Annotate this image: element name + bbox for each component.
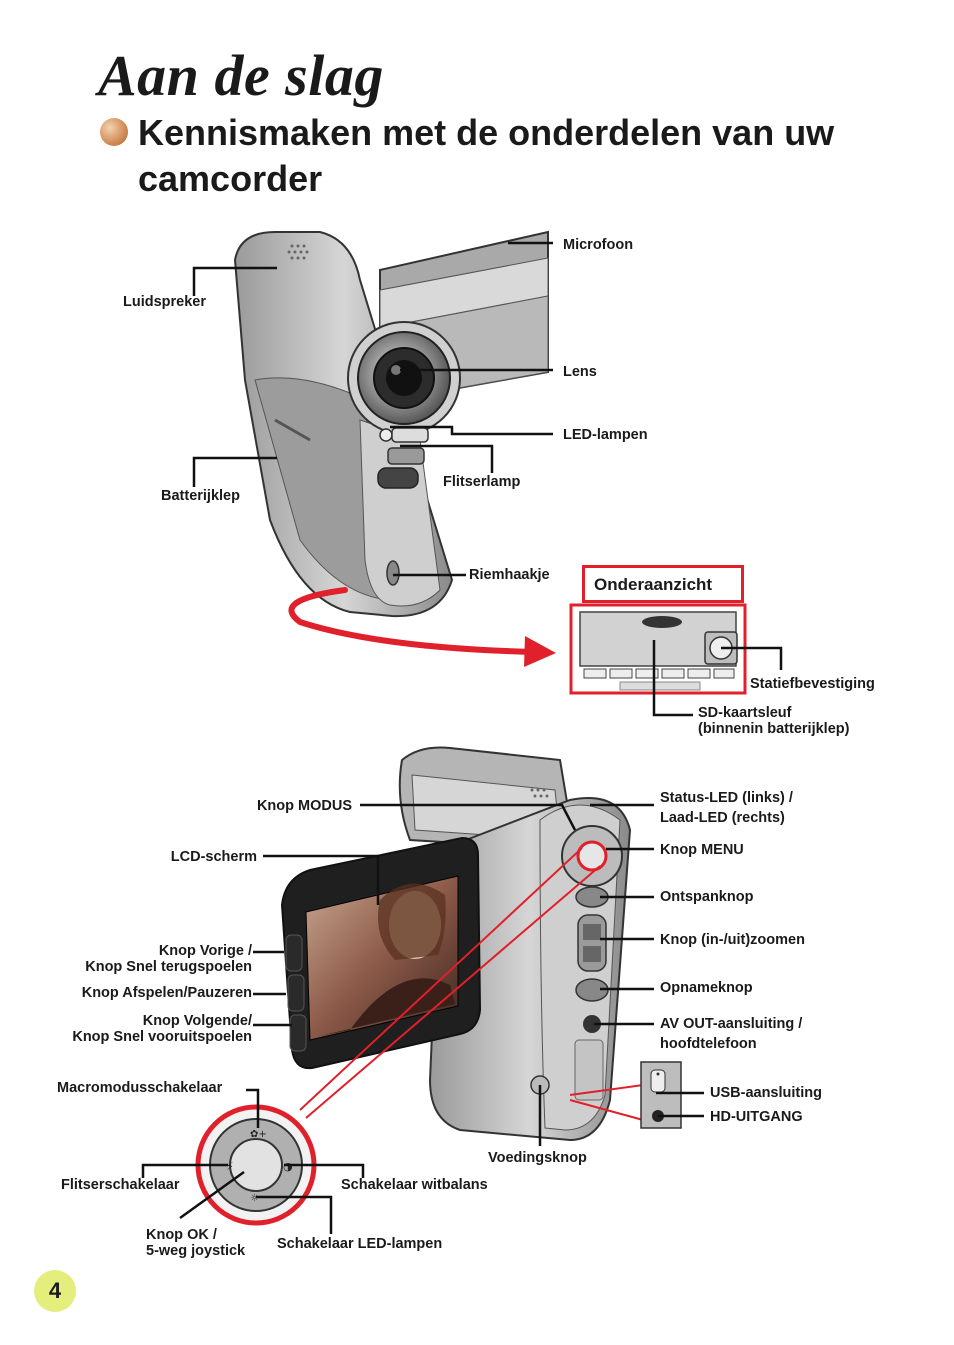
- label-luidspreker: Luidspreker: [123, 294, 206, 310]
- label-statiefbevestiging: Statiefbevestiging: [750, 676, 875, 692]
- label-lcd-scherm: LCD-scherm: [170, 849, 257, 865]
- page-title: Aan de slag: [98, 43, 384, 108]
- camera-bottom-illustration: [569, 603, 747, 695]
- label-voedingsknop: Voedingsknop: [488, 1150, 587, 1166]
- label-hd-uitgang: HD-UITGANG: [710, 1109, 803, 1125]
- label-flitserlamp: Flitserlamp: [443, 474, 521, 490]
- label-flitserschakelaar: Flitserschakelaar: [61, 1177, 180, 1193]
- label-joystick: 5-weg joystick: [146, 1243, 246, 1259]
- label-knop-vorige: Knop Vorige /: [158, 943, 252, 959]
- label-microfoon: Microfoon: [563, 237, 634, 253]
- svg-text:☼: ☼: [250, 1193, 259, 1204]
- side-ports-illustration: [640, 1061, 682, 1129]
- label-laad-led: Laad-LED (rechts): [660, 810, 785, 826]
- bottom-view-title: Onderaanzicht: [582, 565, 744, 603]
- section-heading: Kennismaken met de onderdelen van uw cam…: [138, 112, 835, 199]
- label-ontspanknop: Ontspanknop: [660, 889, 754, 905]
- label-knop-volgende: Knop Volgende/: [142, 1013, 252, 1029]
- label-knop-afspelen: Knop Afspelen/Pauzeren: [81, 985, 252, 1001]
- label-batterijklep: Batterijklep: [161, 488, 240, 504]
- svg-text:✿+: ✿+: [250, 1129, 267, 1140]
- label-knop-snel-terugspoelen: Knop Snel terugspoelen: [85, 959, 252, 975]
- label-usb-aansluiting: USB-aansluiting: [710, 1085, 822, 1101]
- label-macromodusschakelaar: Macromodusschakelaar: [57, 1080, 223, 1096]
- label-schakelaar-led-lampen: Schakelaar LED-lampen: [277, 1236, 443, 1252]
- label-zoomknop: Knop (in-/uit)zoomen: [660, 932, 805, 948]
- joystick-detail-illustration: ✿+ ⚡ ◑ ☼: [195, 1104, 317, 1226]
- label-riemhaakje: Riemhaakje: [469, 567, 550, 583]
- label-knop-snel-vooruitspoelen: Knop Snel vooruitspoelen: [72, 1029, 252, 1045]
- direction-arrow: [288, 587, 556, 667]
- label-schakelaar-witbalans: Schakelaar witbalans: [341, 1177, 488, 1193]
- label-knop-ok: Knop OK /: [146, 1227, 217, 1243]
- label-lens: Lens: [563, 364, 597, 380]
- label-status-led: Status-LED (links) /: [660, 790, 793, 806]
- svg-text:◑: ◑: [283, 1160, 293, 1173]
- label-sd-kaartsleuf-note: (binnenin batterijklep): [698, 721, 850, 737]
- label-hoofdtelefoon: hoofdtelefoon: [660, 1036, 757, 1052]
- label-opnameknop: Opnameknop: [660, 980, 753, 996]
- section-bullet-icon: [100, 118, 128, 146]
- page-number-badge: 4: [34, 1270, 76, 1312]
- label-knop-modus: Knop MODUS: [256, 798, 352, 814]
- label-sd-kaartsleuf: SD-kaartsleuf: [698, 705, 792, 721]
- camera-front-illustration: [233, 230, 549, 618]
- label-av-out: AV OUT-aansluiting /: [660, 1016, 803, 1032]
- label-knop-menu: Knop MENU: [660, 842, 744, 858]
- svg-text:⚡: ⚡: [226, 1160, 234, 1173]
- label-led-lampen: LED-lampen: [563, 427, 648, 443]
